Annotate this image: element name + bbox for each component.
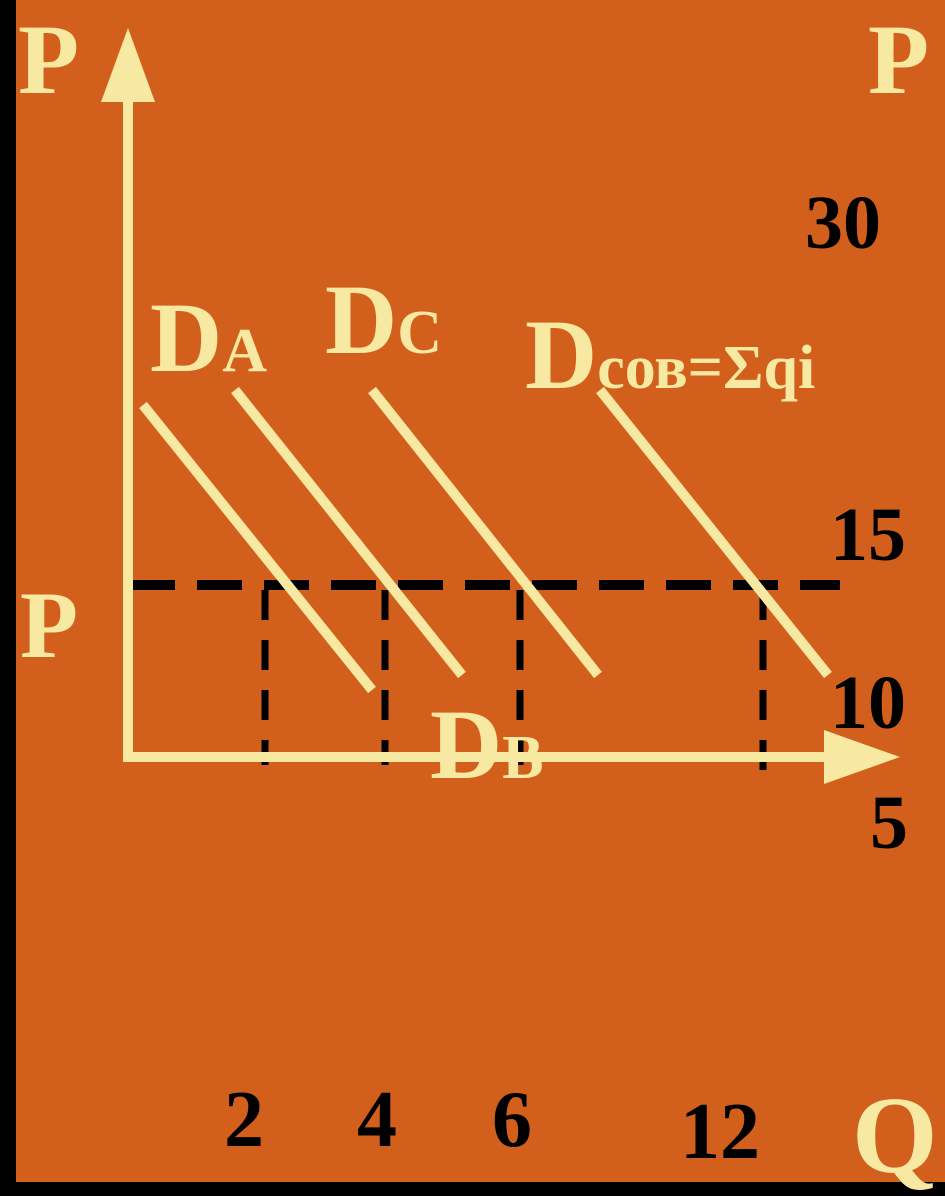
slide-background [16,0,945,1182]
price-tick-30: 30 [805,181,881,265]
label-dc: DC [325,270,442,370]
label-dsum: Dсов=Σqi [525,305,815,405]
curve-da [139,401,376,694]
curve-db [231,386,466,679]
price-tick-5: 5 [870,781,908,865]
price-tick-15: 15 [830,493,906,577]
y-axis-arrow [101,28,155,102]
label-db-main: D [430,689,503,800]
label-db-sub: B [502,724,544,792]
y-axis-label-right: P [868,4,930,115]
label-db: DB [430,695,544,795]
x-axis-arrow [824,730,900,784]
curve-dsum [596,386,832,679]
label-da: DA [150,288,267,388]
quantity-tick-12: 12 [680,1088,760,1176]
price-tick-10: 10 [830,661,906,745]
label-dc-sub: C [397,299,442,367]
label-dsum-sub: сов=Σqi [597,334,816,402]
quantity-tick-6: 6 [492,1076,532,1164]
label-dsum-main: D [525,299,598,410]
label-dc-main: D [325,264,398,375]
quantity-tick-2: 2 [224,1076,264,1164]
x-axis-label: Q [852,1074,938,1196]
label-da-main: D [150,282,223,393]
y-axis-label-left: P [18,4,80,115]
curve-dc [368,386,602,679]
quantity-tick-4: 4 [357,1076,397,1164]
price-level-label: P [20,572,79,678]
label-da-sub: A [222,317,267,385]
